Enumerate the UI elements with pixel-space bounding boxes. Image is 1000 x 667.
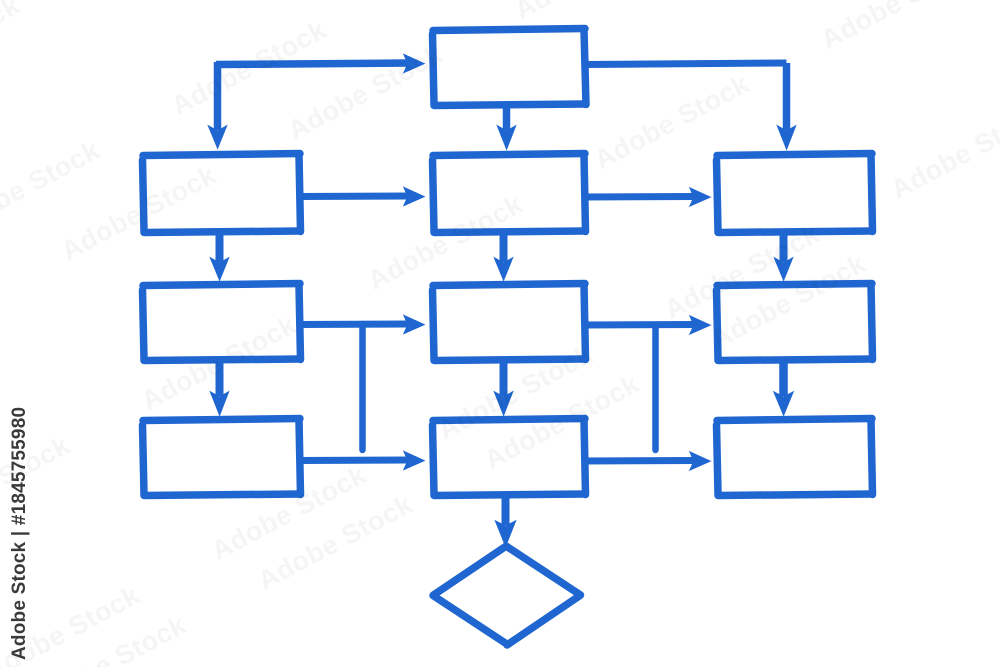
edge-row3-center-to-row4-center	[493, 359, 514, 417]
edge-row4-left-to-center	[298, 450, 426, 471]
edge-row4-center-to-diamond	[494, 494, 517, 548]
edge-row2-right-to-row3-right	[773, 231, 794, 282]
node-row3-right[interactable]	[712, 279, 877, 365]
node-row3-left[interactable]	[138, 279, 305, 365]
edge-top-to-row2-right	[585, 59, 797, 151]
edge-row3-left-to-row4-left	[209, 359, 230, 417]
node-top[interactable]	[428, 24, 590, 110]
node-row4-right[interactable]	[712, 414, 877, 500]
connectors-layer	[207, 53, 797, 548]
watermark-credit-text: Adobe Stock | #1845755980	[9, 406, 30, 660]
edge-row2-left-to-row3-left	[209, 231, 230, 282]
edge-row3-right-to-row4-right	[772, 359, 795, 417]
node-row2-right[interactable]	[712, 149, 877, 237]
edge-row3-left-to-center	[298, 314, 426, 335]
edge-row3-center-to-right	[583, 314, 712, 336]
node-row2-center[interactable]	[428, 149, 590, 237]
edge-row2-center-to-right	[583, 186, 712, 208]
edge-row4-center-to-right	[583, 450, 712, 472]
watermark-credit: Adobe Stock | #1845755980	[7, 140, 33, 660]
nodes-layer	[138, 24, 877, 649]
node-row2-left[interactable]	[138, 149, 305, 237]
edge-row2-center-to-row3-center	[493, 231, 514, 282]
edge-row2-left-to-center	[298, 186, 426, 207]
edge-elbow-to-row2-left	[207, 62, 228, 150]
node-row3-center[interactable]	[428, 279, 590, 365]
edge-top-to-row2-center	[496, 104, 517, 151]
node-row4-center[interactable]	[428, 414, 590, 500]
node-decision-diamond[interactable]	[429, 542, 585, 649]
node-row4-left[interactable]	[138, 414, 305, 500]
edge-elbow-to-top-box	[215, 53, 426, 74]
